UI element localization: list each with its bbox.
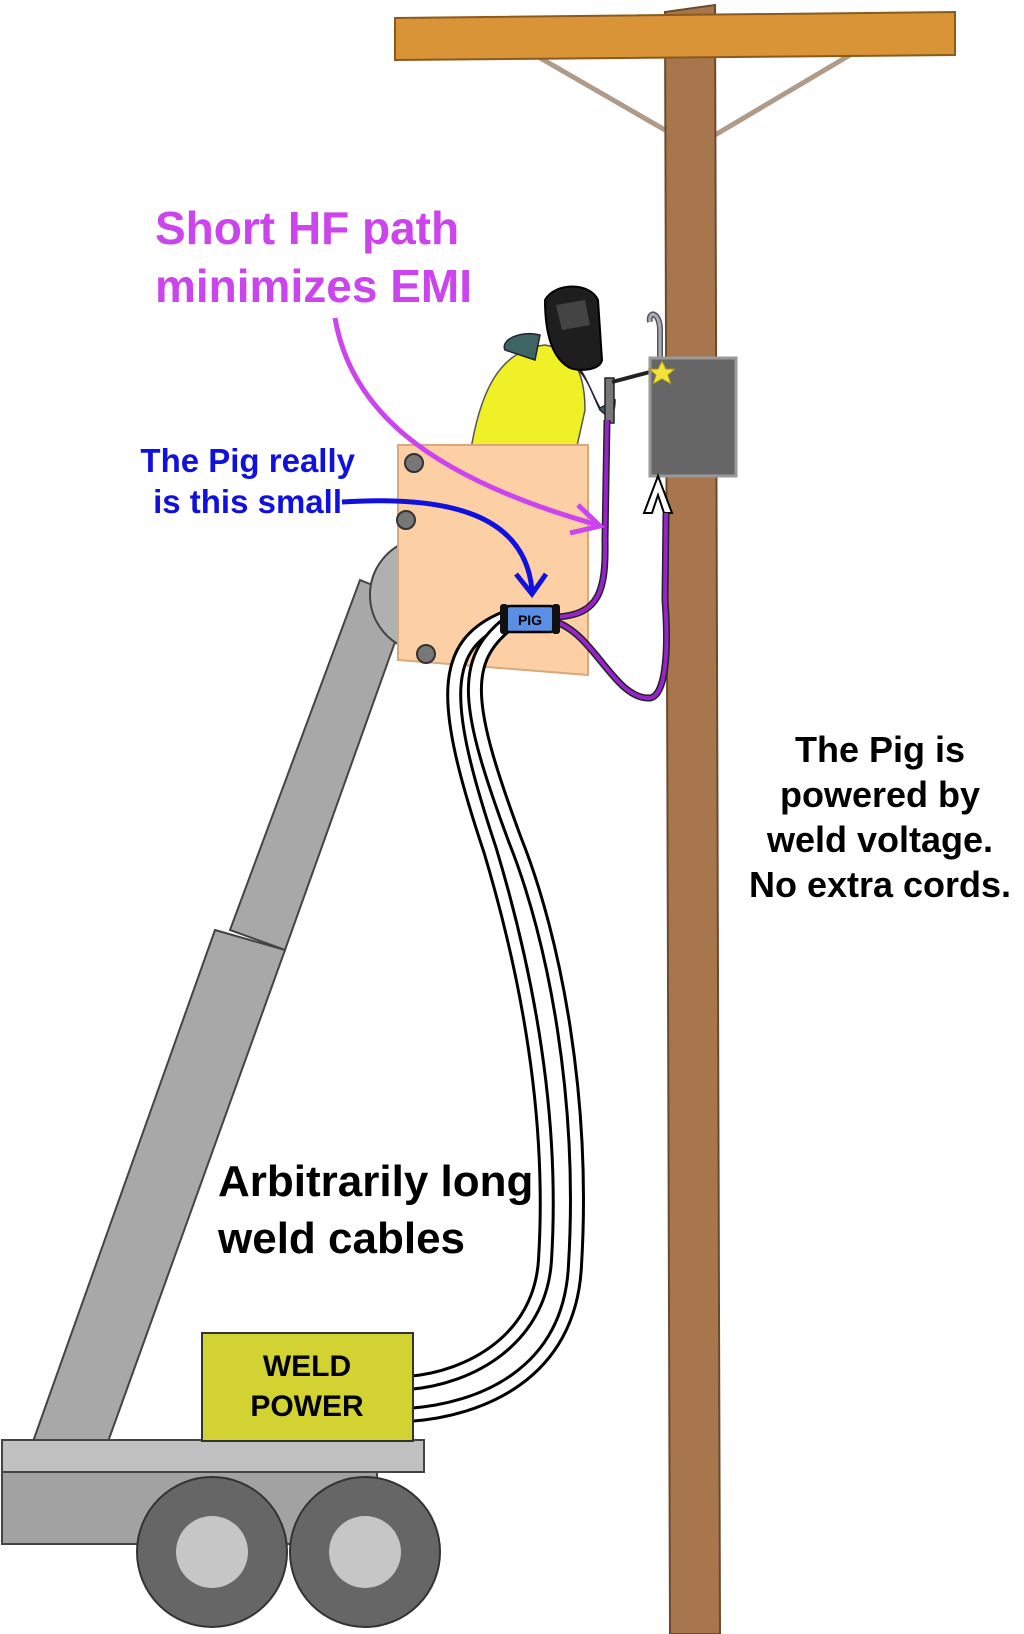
powered-caption-line4: No extra cords. (749, 864, 1011, 905)
bucket-bolt (404, 453, 424, 473)
hf-cables (554, 419, 670, 702)
cables-caption-line2: weld cables (217, 1214, 465, 1263)
bucket-bolt (396, 510, 416, 530)
transformer-box (642, 311, 738, 514)
pig-label: PIG (518, 612, 542, 628)
lift-boom-upper (228, 578, 412, 952)
crossarm (394, 10, 956, 62)
pig-device: PIG (500, 604, 560, 634)
weld-power-box: WELD POWER (201, 1332, 414, 1442)
weld-power-label-line1: WELD (263, 1350, 351, 1383)
hf-caption-line1: Short HF path (155, 202, 459, 254)
small-arrow (341, 498, 549, 599)
powered-caption-line1: The Pig is (795, 729, 965, 770)
guy-wires (533, 52, 852, 138)
hf-caption-line2: minimizes EMI (155, 260, 472, 312)
torch (604, 377, 615, 424)
welder-worker (469, 285, 651, 456)
powered-caption-line3: weld voltage. (766, 819, 993, 860)
worker-vest (469, 344, 586, 456)
weld-cables (407, 610, 585, 1423)
powered-caption-line2: powered by (780, 774, 980, 815)
wheel-icon (289, 1476, 441, 1628)
weld-power-label-line2: POWER (250, 1390, 364, 1423)
small-caption-line1: The Pig really (140, 442, 355, 479)
cables-caption-line1: Arbitrarily long (218, 1157, 533, 1206)
hf-arrow (332, 317, 606, 536)
wheel-icon (136, 1476, 288, 1628)
lift-base (1, 1439, 441, 1628)
utility-pole (663, 3, 722, 1634)
spark-icon (647, 359, 677, 386)
small-caption-line2: is this small (153, 483, 342, 520)
bucket-bolt (416, 644, 436, 664)
ground-clamp-icon (642, 473, 674, 514)
